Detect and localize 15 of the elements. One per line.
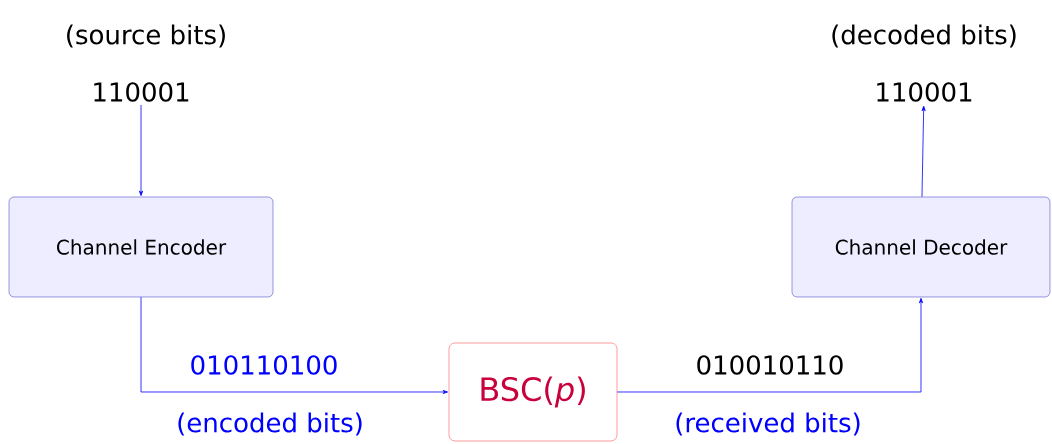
arrow [616,297,923,393]
caption-text: (source bits) [67,24,225,48]
edge-label: 010010110 [697,355,843,375]
caption-text: (decoded bits) [832,24,1016,48]
bit-caption: (received bits) [676,412,860,436]
bit-string: 110001 [94,82,189,102]
arrow [140,296,448,394]
bit-string: 110001 [877,82,972,102]
process-box: Channel Decoder [791,196,1051,298]
process-box: Channel Encoder [8,196,274,298]
arrow [921,105,926,198]
bit-caption: (encoded bits) [178,412,362,436]
arrow [139,104,144,196]
edge-label: 010110100 [191,355,337,375]
channel-box: BSC(p) [448,342,618,442]
